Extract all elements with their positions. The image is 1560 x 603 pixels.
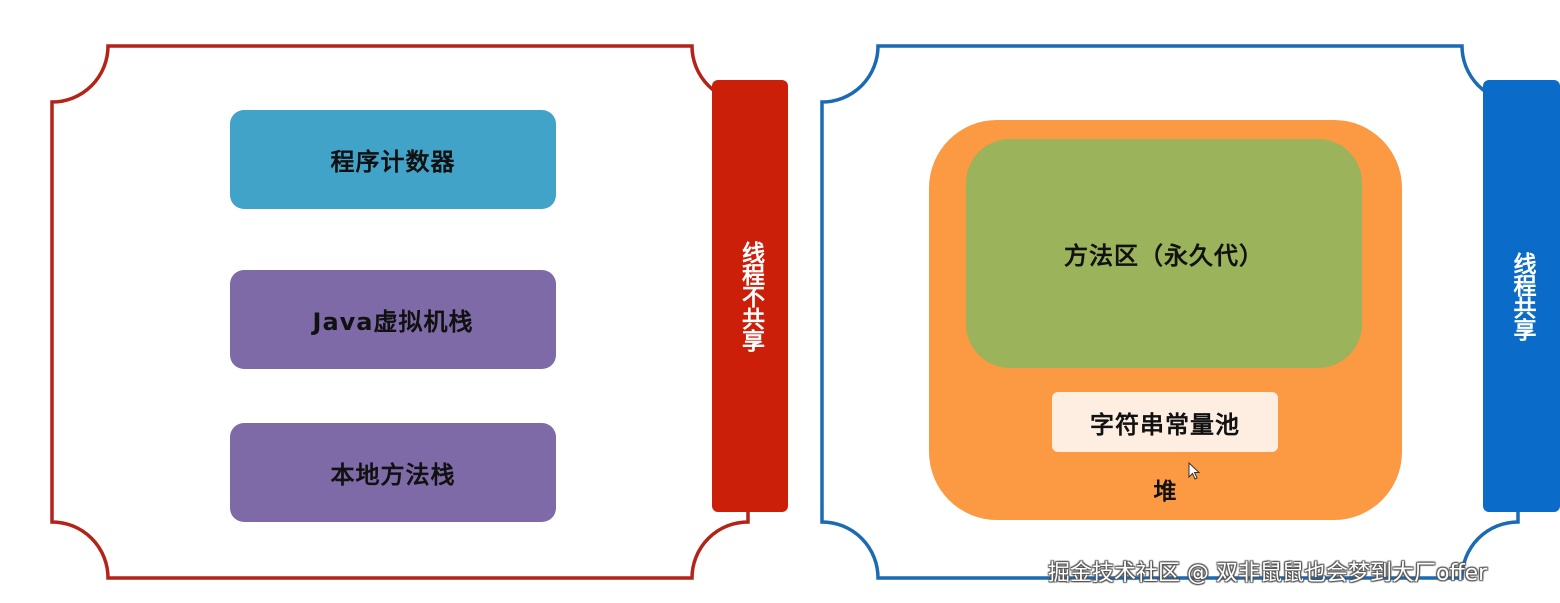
native-method-stack-label: 本地方法栈	[330, 461, 456, 489]
thread-shared-band: 线程共享	[1483, 80, 1560, 512]
native-method-stack-box: 本地方法栈	[230, 423, 556, 522]
mouse-pointer-icon	[1188, 462, 1201, 480]
program-counter-label: 程序计数器	[330, 148, 456, 176]
heap-label: 堆	[1153, 479, 1177, 505]
jvm-stack-box: Java虚拟机栈	[230, 270, 556, 369]
jvm-stack-label: Java虚拟机栈	[312, 308, 474, 336]
string-constant-pool-label: 字符串常量池	[1090, 410, 1240, 439]
thread-not-shared-label: 线程不共享	[737, 241, 764, 351]
method-area-label: 方法区（永久代）	[1064, 242, 1264, 270]
thread-not-shared-band: 线程不共享	[712, 80, 788, 512]
thread-shared-label: 线程共享	[1509, 252, 1535, 340]
program-counter-box: 程序计数器	[230, 110, 556, 209]
string-constant-pool-box: 字符串常量池	[1052, 392, 1278, 452]
watermark-text: 掘金技术社区 @ 双非鼠鼠也会梦到大厂offer	[1048, 561, 1488, 586]
method-area-box: 方法区（永久代）	[966, 139, 1362, 368]
